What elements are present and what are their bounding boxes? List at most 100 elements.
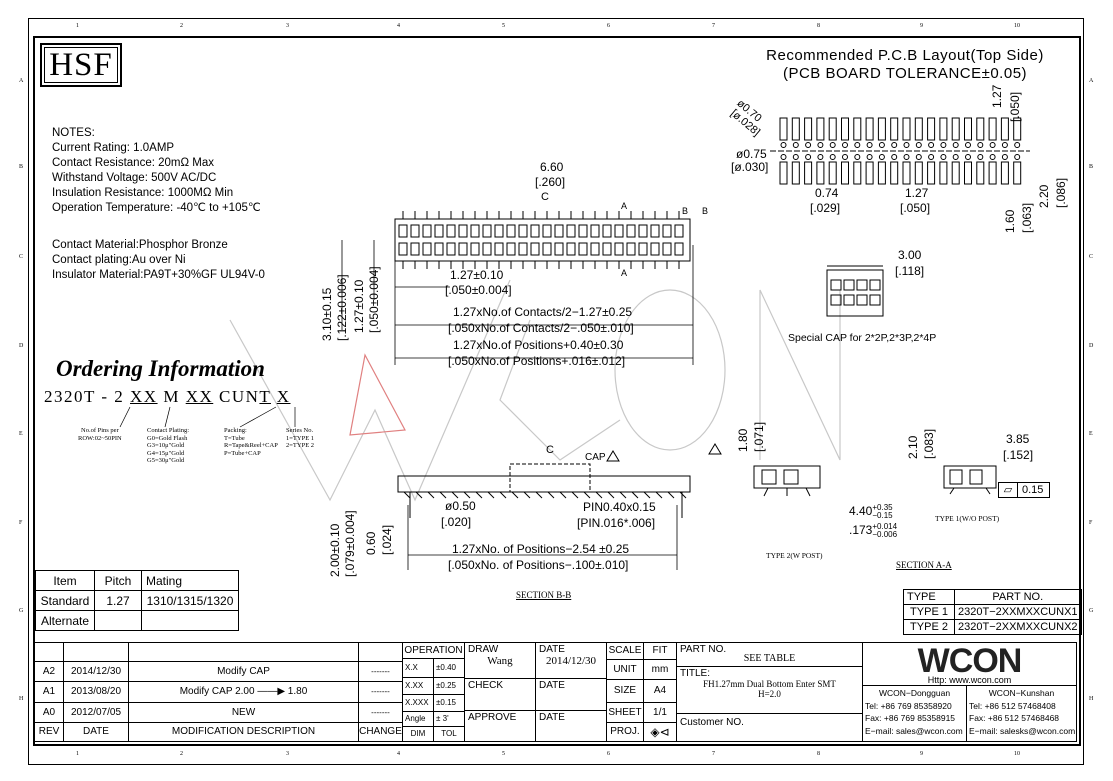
side-view-drawing bbox=[397, 463, 691, 518]
pcb-hole bbox=[842, 154, 848, 160]
table-cell: 1310/1315/1320 bbox=[141, 590, 239, 611]
contact-cell bbox=[446, 224, 456, 238]
contact-cell bbox=[590, 242, 600, 256]
side-cap-label: CAP bbox=[585, 452, 606, 463]
rev-date-empty bbox=[63, 642, 129, 662]
section-a-type1-drawing bbox=[943, 465, 997, 495]
plating-legend-g4: G4=15μ"Gold bbox=[147, 449, 185, 457]
pcb-pad bbox=[1000, 117, 1009, 141]
pcb-pad bbox=[853, 117, 862, 141]
dim-pcb-pad-075: ø0.75 bbox=[736, 147, 767, 161]
zone-side-e: E bbox=[19, 431, 23, 437]
dim-top-contacts: 1.27xNo.of Contacts/2−1.27±0.25 bbox=[453, 305, 633, 319]
pcb-pad bbox=[816, 117, 825, 141]
zone-bot-6: 6 bbox=[607, 751, 610, 757]
dim-pcb-160: 1.60 bbox=[1003, 209, 1017, 233]
contact-cell bbox=[602, 242, 612, 256]
zone-side-a-right: A bbox=[1089, 78, 1094, 84]
check-date-cell: DATE bbox=[535, 678, 607, 711]
dim-side-v079: [.079±0.004] bbox=[343, 510, 357, 577]
tol-xxx-label: X.XXX bbox=[402, 694, 434, 712]
contact-cell bbox=[578, 242, 588, 256]
table-cell bbox=[94, 610, 142, 631]
plating-legend-g5: G5=30μ"Gold bbox=[147, 457, 185, 464]
flatness-icon: ▱ bbox=[999, 483, 1018, 497]
table-cell: Alternate bbox=[35, 610, 95, 631]
pcb-hole bbox=[952, 142, 959, 148]
contact-cell bbox=[494, 224, 504, 238]
dongguan-email: E−mail: sales@wcon.com bbox=[865, 725, 963, 736]
dim-pcb-029: [.029] bbox=[810, 201, 841, 215]
note-current-rating: Current Rating: 1.0AMP bbox=[52, 142, 175, 154]
zone-top-8: 8 bbox=[817, 23, 820, 29]
pins-legend-line2: ROW:02~50PIN bbox=[78, 434, 122, 442]
dim-side-length-inch: [.050xNo. of Positions−.100±.010] bbox=[448, 558, 629, 572]
zone-top-6: 6 bbox=[607, 23, 610, 29]
pcb-pad bbox=[816, 161, 825, 185]
side-dim-lines bbox=[407, 505, 678, 570]
contact-cell bbox=[566, 224, 576, 238]
contact-cell bbox=[578, 224, 588, 238]
pcb-pad bbox=[927, 161, 936, 185]
pcb-hole bbox=[940, 154, 947, 160]
ordering-title: Ordering Information bbox=[56, 356, 265, 381]
side-pin bbox=[403, 491, 411, 499]
part-no-cell: PART NO. SEE TABLE bbox=[676, 642, 863, 667]
pcb-hole bbox=[952, 154, 959, 160]
table-cell: Standard bbox=[35, 590, 95, 611]
zone-side-d-right: D bbox=[1089, 343, 1094, 349]
pcb-hole bbox=[1001, 154, 1008, 160]
contact-cell bbox=[626, 224, 636, 238]
zone-bot-1: 1 bbox=[76, 751, 79, 757]
rev-a1-change: ------- bbox=[358, 681, 403, 703]
dim-top-660: 6.60 bbox=[540, 160, 564, 174]
dim-top-section-b: B bbox=[682, 206, 689, 216]
pcb-hole bbox=[780, 154, 787, 160]
dim-pcb-063: [.063] bbox=[1020, 202, 1034, 233]
wcon-website: Http: www.wcon.com bbox=[927, 675, 1012, 685]
rev-a0: A0 bbox=[34, 702, 64, 723]
warning-triangle-icon bbox=[606, 450, 620, 462]
part-header-partno: PART NO. bbox=[954, 589, 1082, 605]
contact-cell bbox=[674, 242, 684, 256]
table-row: Standard 1.27 1310/1315/1320 bbox=[35, 590, 239, 611]
flatness-value: 0.15 bbox=[1022, 484, 1044, 496]
kunshan-contact: WCON−Kunshan Tel: +86 512 57468408 Fax: … bbox=[966, 685, 1077, 742]
sa-type2-label: TYPE 2(W POST) bbox=[766, 551, 823, 560]
pcb-hole bbox=[829, 142, 836, 148]
zone-top-3: 3 bbox=[286, 23, 289, 29]
special-cap-label: Special CAP for 2*2P,2*3P,2*4P bbox=[788, 332, 937, 344]
pcb-hole bbox=[977, 142, 984, 148]
pcb-hole bbox=[965, 154, 971, 160]
dim-side-pin: PIN0.40x0.15 bbox=[583, 500, 656, 514]
zone-bot-3: 3 bbox=[286, 751, 289, 757]
zone-bot-2: 2 bbox=[180, 751, 183, 757]
contact-cell bbox=[662, 242, 672, 256]
dim-sa-180: 1.80 bbox=[736, 428, 750, 452]
side-pin bbox=[463, 491, 471, 499]
side-pin bbox=[619, 491, 627, 499]
dim-side-v200: 2.00±0.10 bbox=[328, 523, 342, 577]
dim-top-section-a2: A bbox=[621, 268, 628, 278]
dim-top-positions: 1.27xNo.of Positions+0.40±0.30 bbox=[453, 338, 624, 352]
flatness-frame: ▱ 0.15 bbox=[998, 482, 1050, 498]
series-legend-title: Series No. bbox=[286, 427, 314, 434]
side-pin bbox=[439, 491, 447, 499]
side-pin bbox=[631, 491, 639, 499]
plating-legend-g3: G3=10μ"Gold bbox=[147, 442, 185, 449]
table-row: Alternate bbox=[35, 610, 239, 631]
zone-bot-8: 8 bbox=[817, 751, 820, 757]
notes-heading: NOTES: bbox=[52, 127, 95, 139]
pcb-layout-title: Recommended P.C.B Layout(Top Side) (PCB … bbox=[740, 47, 1070, 83]
dim-top-section-b2: B bbox=[702, 206, 709, 216]
contact-cell bbox=[434, 224, 444, 238]
pcb-pad bbox=[890, 117, 899, 141]
unit-label: UNIT bbox=[606, 659, 644, 680]
dongguan-label: WCON−Dongguan bbox=[878, 688, 951, 698]
pcb-hole bbox=[817, 154, 824, 160]
pcb-hole bbox=[866, 142, 873, 148]
pcb-hole bbox=[792, 154, 799, 160]
pcb-layout-drawing bbox=[770, 117, 1030, 185]
pcb-hole bbox=[817, 142, 824, 148]
pn-prefix: 2320T - 2 bbox=[44, 387, 130, 406]
